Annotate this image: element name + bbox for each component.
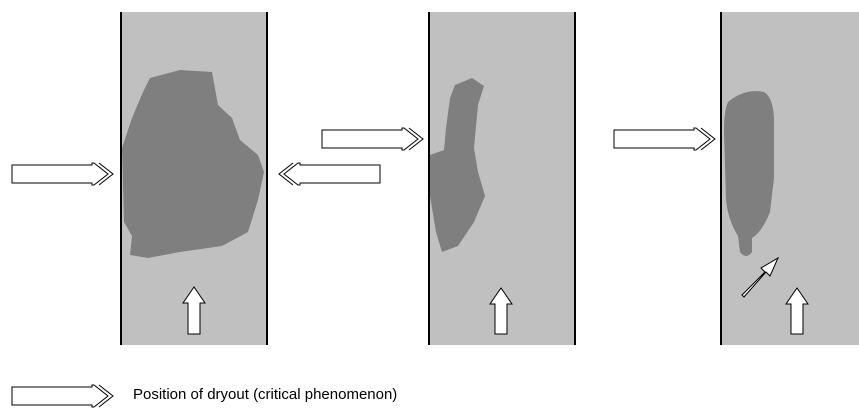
channel-panel-1 xyxy=(11,12,381,345)
dryout-arrow-left-2 xyxy=(321,127,424,151)
dryout-arrow-right-1 xyxy=(278,162,381,186)
vapor-blob-2 xyxy=(430,78,485,252)
diagonal-arrow-3 xyxy=(741,256,780,298)
legend-label: Position of dryout (critical phenomenon) xyxy=(133,386,398,403)
channel-panel-3 xyxy=(613,12,859,345)
flow-up-arrow-2 xyxy=(489,287,513,335)
flow-up-arrow-3 xyxy=(785,287,809,335)
vapor-blob-1 xyxy=(122,70,264,258)
dryout-arrow-left-3 xyxy=(613,127,716,151)
dryout-arrow-left-1 xyxy=(11,162,114,186)
channel-panel-2 xyxy=(321,12,576,345)
legend-arrow-icon xyxy=(11,384,114,408)
vapor-blob-3 xyxy=(724,91,774,256)
flow-up-arrow-1 xyxy=(182,286,206,335)
